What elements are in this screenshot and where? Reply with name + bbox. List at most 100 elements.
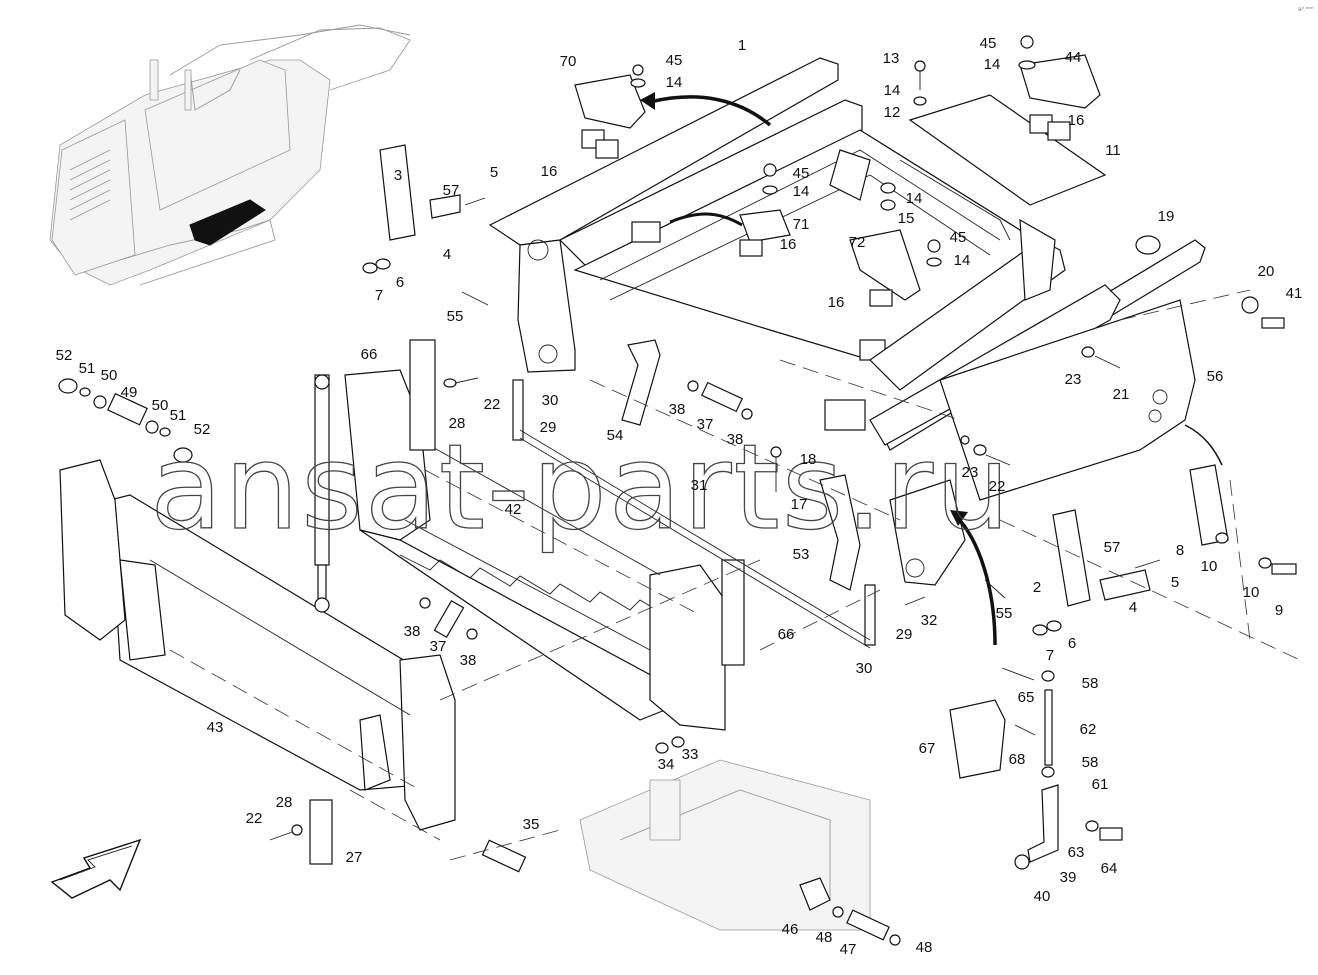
callout-16: 16 [1068,112,1085,129]
callout-14: 14 [906,190,923,207]
callout-70: 70 [560,53,577,70]
callout-66: 66 [778,626,795,643]
front-beam [59,459,456,831]
right-rail [824,235,1206,586]
callout-22: 22 [246,810,263,827]
callout-4: 4 [443,246,451,263]
callout-29: 29 [896,626,913,643]
callout-13: 13 [883,50,900,67]
callout-30: 30 [856,660,873,677]
callout-5: 5 [490,164,498,181]
corner-mark: a⁰ ᵉᵉᵉ [1298,6,1314,13]
callout-57: 57 [443,182,460,199]
callout-55: 55 [447,308,464,325]
callout-33: 33 [682,746,699,763]
callout-47: 47 [840,941,857,958]
callout-14: 14 [984,56,1001,73]
callout-1: 1 [738,37,746,54]
highlighted-part [189,199,266,246]
callout-45: 45 [793,165,810,182]
callout-40: 40 [1034,888,1051,905]
callout-14: 14 [954,252,971,269]
callout-58: 58 [1082,675,1099,692]
callout-3: 3 [394,167,402,184]
callout-30: 30 [542,392,559,409]
callout-46: 46 [782,921,799,938]
callout-7: 7 [1046,647,1054,664]
machine-overview-thumbnail [49,24,411,286]
callout-11: 11 [1105,142,1121,159]
callout-48: 48 [816,929,833,946]
callout-57: 57 [1104,539,1121,556]
callout-45: 45 [950,229,967,246]
callout-34: 34 [658,756,675,773]
hydraulic-cylinder [314,374,330,613]
top-brackets [574,54,1107,307]
callout-56: 56 [1207,368,1224,385]
callout-71: 71 [793,216,810,233]
callout-41: 41 [1286,285,1303,302]
callout-39: 39 [1060,869,1077,886]
callout-49: 49 [121,384,138,401]
callout-52: 52 [56,347,73,364]
callout-15: 15 [898,210,915,227]
callout-23: 23 [1065,371,1082,388]
callout-38: 38 [460,652,477,669]
callout-6: 6 [1068,635,1076,652]
callout-12: 12 [884,104,901,121]
callout-42: 42 [505,501,522,518]
callout-10: 10 [1201,558,1218,575]
callout-21: 21 [1113,386,1130,403]
callout-62: 62 [1080,721,1097,738]
callout-38: 38 [404,623,421,640]
callout-32: 32 [921,612,938,629]
callout-54: 54 [607,427,624,444]
callout-38: 38 [727,431,744,448]
callout-58: 58 [1082,754,1099,771]
direction-arrow-icon [50,838,142,899]
callout-4: 4 [1129,599,1137,616]
callout-9: 9 [1275,602,1283,619]
assembly-lines [349,289,1301,861]
watermark: ansat-parts.ru [150,418,1012,556]
callout-67: 67 [919,740,936,757]
callout-16: 16 [541,163,558,180]
callout-8: 8 [1176,542,1184,559]
callout-45: 45 [666,52,683,69]
callout-29: 29 [540,419,557,436]
callout-37: 37 [430,638,447,655]
callout-43: 43 [207,719,224,736]
callout-14: 14 [666,74,683,91]
callout-44: 44 [1065,49,1082,66]
callout-63: 63 [1068,844,1085,861]
callout-45: 45 [980,35,997,52]
callout-19: 19 [1158,208,1175,225]
callout-50: 50 [152,397,169,414]
callout-48: 48 [916,939,933,956]
lower-chassis [579,759,871,931]
main-frame [488,57,1066,391]
callout-61: 61 [1092,776,1109,793]
callout-2: 2 [1033,579,1041,596]
callout-14: 14 [793,183,810,200]
callout-52: 52 [194,421,211,438]
hardware [58,35,1297,946]
callout-10: 10 [1243,584,1260,601]
brackets [409,339,876,666]
callout-64: 64 [1101,860,1118,877]
direction-arrows [50,92,1223,899]
callout-27: 27 [346,849,363,866]
callout-16: 16 [828,294,845,311]
callout-72: 72 [849,234,866,251]
callout-18: 18 [800,451,817,468]
callout-51: 51 [170,407,187,424]
callout-68: 68 [1009,751,1026,768]
wear-plates [621,339,861,591]
callout-17: 17 [791,496,808,513]
callout-50: 50 [101,367,118,384]
callout-51: 51 [79,360,96,377]
callout-66: 66 [361,346,378,363]
callout-28: 28 [276,794,293,811]
